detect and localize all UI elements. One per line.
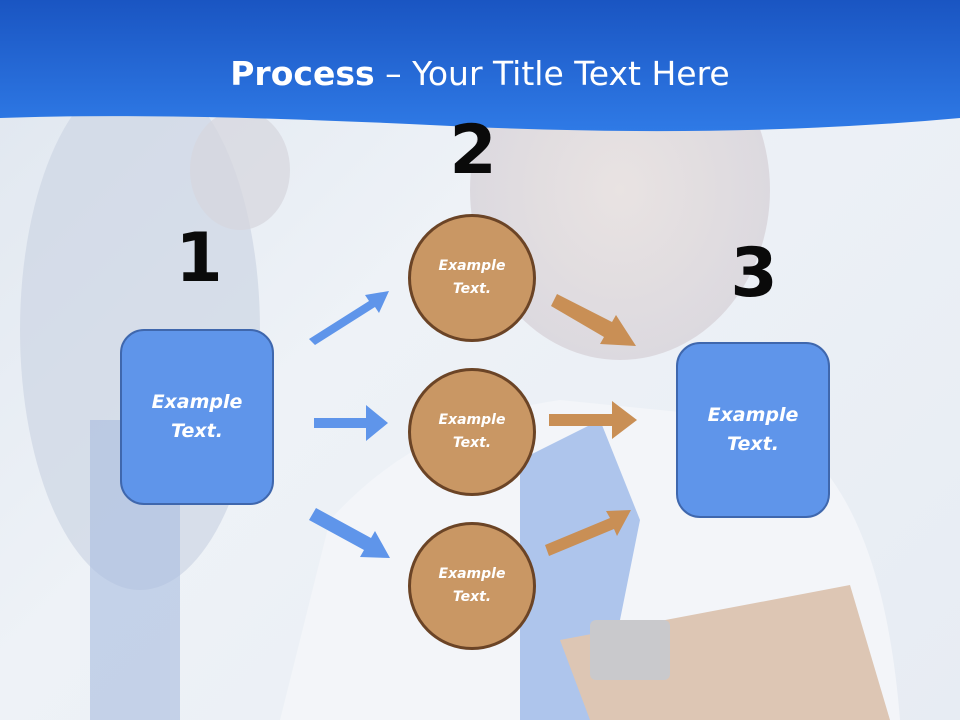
title-bold: Process xyxy=(230,54,375,93)
blue-arrow-up xyxy=(309,291,389,345)
step-number-2: 2 xyxy=(449,111,497,190)
circle-middle-line2: Text. xyxy=(452,435,492,451)
brown-arrow-right xyxy=(549,401,637,439)
blue-arrow-down xyxy=(309,508,390,558)
blue-arrow-right xyxy=(314,405,388,441)
brown-arrow-up xyxy=(545,510,631,556)
step-1-label-line1: Example xyxy=(151,391,243,413)
step-3-label-line2: Text. xyxy=(727,433,779,455)
step-2-circle-top: Example Text. xyxy=(408,214,536,342)
circle-bottom-line2: Text. xyxy=(452,589,492,605)
step-1-label-line2: Text. xyxy=(171,420,223,442)
step-3-label-line1: Example xyxy=(707,404,799,426)
circle-middle-line1: Example xyxy=(438,412,506,428)
slide-title: Process – Your Title Text Here xyxy=(0,52,960,96)
circle-top-line2: Text. xyxy=(452,281,492,297)
step-number-1: 1 xyxy=(175,219,223,298)
circle-top-line1: Example xyxy=(438,258,506,274)
step-2-circle-bottom: Example Text. xyxy=(408,522,536,650)
circle-bottom-line1: Example xyxy=(438,566,506,582)
brown-arrow-down xyxy=(551,294,636,346)
step-1-box: Example Text. xyxy=(120,329,274,505)
step-3-box: Example Text. xyxy=(676,342,830,518)
title-rest: – Your Title Text Here xyxy=(374,54,730,93)
step-number-3: 3 xyxy=(730,234,778,313)
step-2-circle-middle: Example Text. xyxy=(408,368,536,496)
